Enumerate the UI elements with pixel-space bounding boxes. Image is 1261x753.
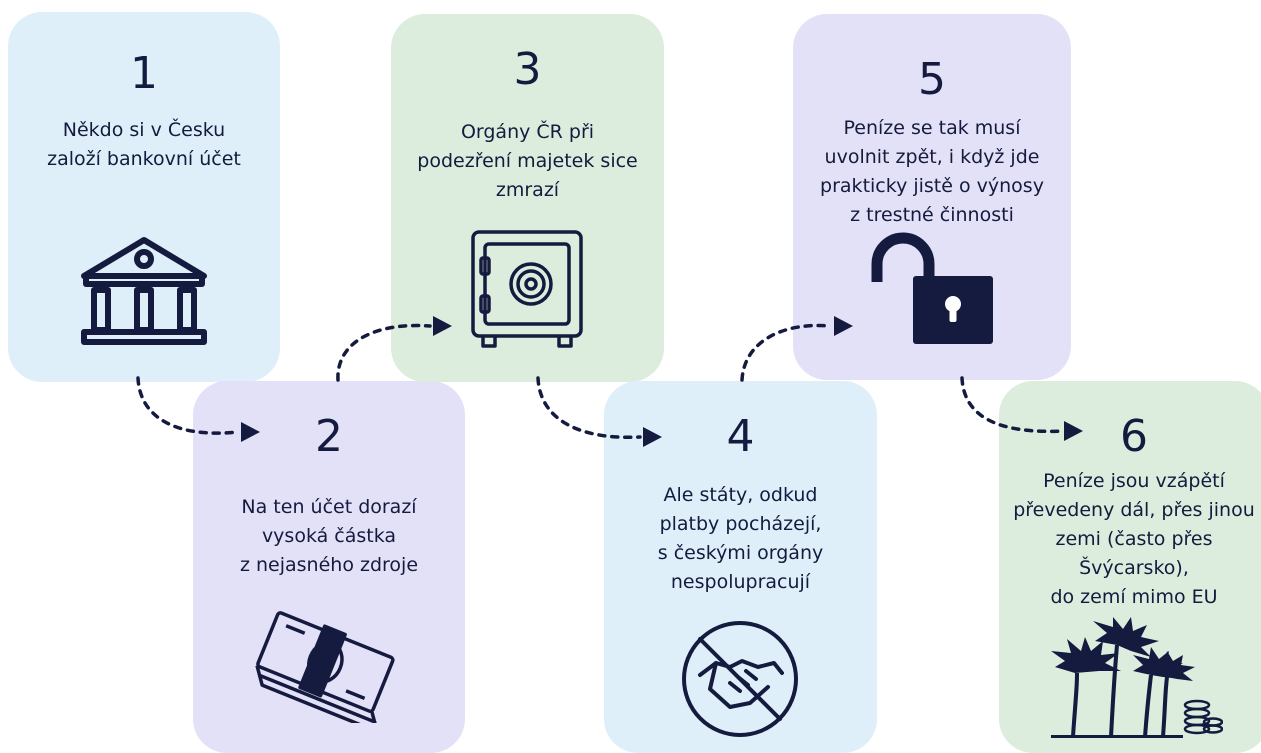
safe-icon — [471, 230, 583, 348]
step-5-card: 5 Peníze se tak musí uvolnit zpět, i kdy… — [793, 14, 1071, 380]
step-1-text: Někdo si v Česku založí bankovní účet — [47, 119, 241, 170]
step-1-number: 1 — [130, 48, 158, 99]
step-5-text: Peníze se tak musí uvolnit zpět, i když … — [820, 117, 1044, 226]
unlocked-padlock-icon — [871, 232, 993, 344]
step-6-card: 6 Peníze jsou vzápětí převedeny dál, pře… — [999, 381, 1261, 753]
step-2-number: 2 — [315, 411, 343, 462]
step-5-number: 5 — [918, 54, 946, 105]
step-6-number: 6 — [1120, 411, 1148, 462]
no-handshake-icon — [682, 621, 798, 737]
step-3-card: 3 Orgány ČR při podezření majetek sice z… — [391, 14, 664, 382]
palm-trees-coins-icon — [1051, 617, 1223, 738]
money-stack-icon — [255, 611, 395, 723]
step-3-text: Orgány ČR při podezření majetek sice zmr… — [417, 121, 638, 201]
bank-icon — [81, 237, 207, 345]
step-4-text: Ale státy, odkud platby pocházejí, s čes… — [657, 484, 824, 593]
step-3-number: 3 — [513, 44, 542, 95]
step-4-number: 4 — [726, 411, 755, 462]
step-2-text: Na ten účet dorazí vysoká částka z nejas… — [239, 496, 419, 576]
step-4-card: 4 Ale státy, odkud platby pocházejí, s č… — [604, 381, 877, 753]
step-6-text: Peníze jsou vzápětí převedeny dál, přes … — [1013, 470, 1255, 608]
step-2-card: 2 Na ten účet dorazí vysoká částka z nej… — [193, 381, 465, 753]
step-1-card: 1 Někdo si v Česku založí bankovní účet — [8, 12, 280, 382]
